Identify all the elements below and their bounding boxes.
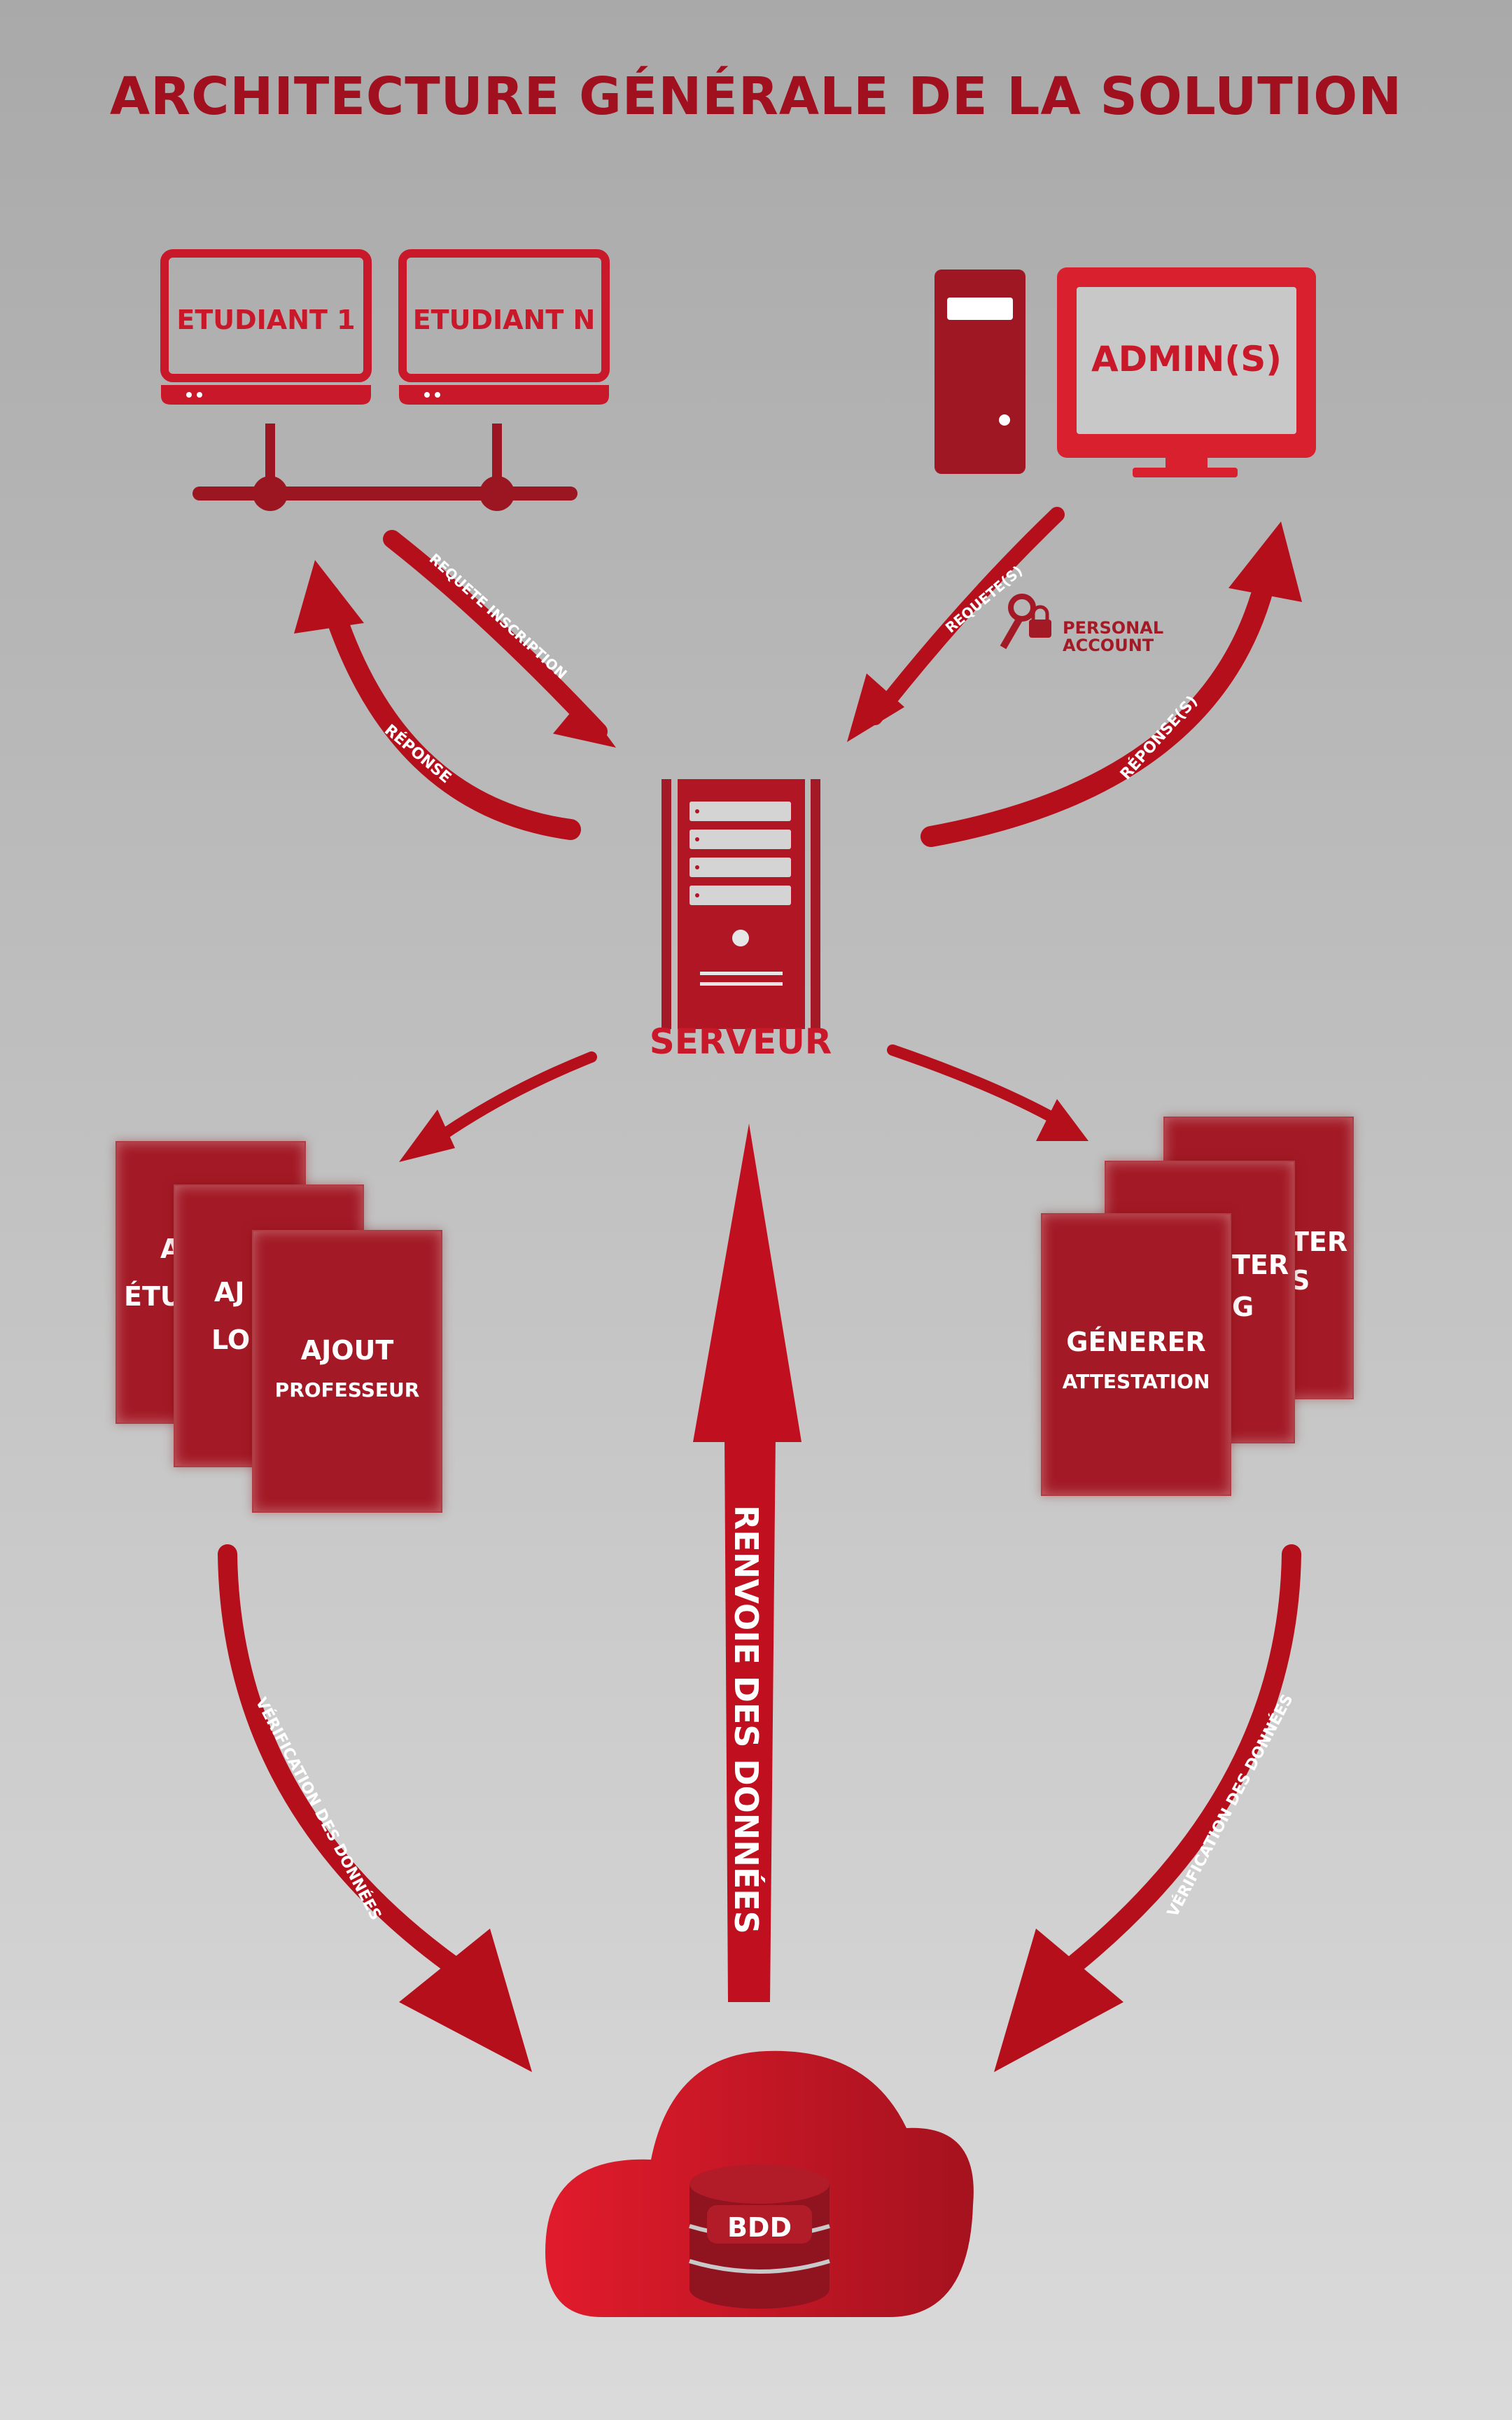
laptop-icon-student1 xyxy=(160,249,372,405)
right-card-front: GÉNERER ATTESTATION xyxy=(1041,1213,1231,1496)
attestation-label: ATTESTATION xyxy=(1062,1370,1210,1393)
renvoie-label: RENVOIE DES DONNÉES xyxy=(727,1505,765,1934)
personal-label: PERSONAL xyxy=(1063,618,1163,638)
professeur-label: PROFESSEUR xyxy=(274,1378,420,1401)
arrow-server-to-left-stack xyxy=(428,1051,597,1147)
desktop-tower-icon xyxy=(934,270,1026,474)
arrow-head-reponses xyxy=(1228,522,1302,602)
arrow-requete-inscription xyxy=(383,530,608,741)
arrow-verification-left xyxy=(218,1544,465,1977)
network-bus-icon xyxy=(192,424,578,511)
verification-right-label: VÉRIFICATION DES DONNÉES xyxy=(1163,1691,1296,1920)
admin-label: ADMIN(S) xyxy=(1091,339,1282,379)
server-icon xyxy=(662,779,820,1029)
arrow-head-right-stack xyxy=(1036,1099,1088,1141)
server-label: SERVEUR xyxy=(650,1021,832,1062)
requete-inscription-label: REQUETE INSCRIPTION xyxy=(426,550,570,683)
ajout-label: AJOUT xyxy=(300,1335,394,1366)
left-card-back-fragment-2: ÉTU xyxy=(124,1281,182,1312)
left-card-front: AJOUT PROFESSEUR xyxy=(252,1230,442,1513)
right-card-middle-fragment-2: G xyxy=(1232,1292,1254,1322)
arrow-head-verification-left xyxy=(399,1929,532,2072)
studentN-label: ETUDIANT N xyxy=(413,305,596,335)
verification-left-label: VÉRIFICATION DES DONNÉES xyxy=(252,1695,385,1924)
reponse-label: RÉPONSE xyxy=(381,721,455,788)
right-card-back-fragment-1: TER xyxy=(1291,1226,1348,1257)
arrow-reponses xyxy=(920,564,1278,847)
arrow-verification-right xyxy=(1061,1544,1301,1977)
arrow-renvoie-des-donnees xyxy=(693,1124,802,2002)
arrow-reponse xyxy=(318,585,581,840)
database-icon xyxy=(689,2164,830,2309)
arrow-head-requete-inscription xyxy=(553,700,616,748)
left-card-middle-fragment-1: AJ xyxy=(214,1277,245,1308)
arrow-head-left-stack xyxy=(399,1110,455,1162)
monitor-icon xyxy=(1057,267,1316,477)
left-card-middle-fragment-2: LO xyxy=(211,1324,251,1355)
right-card-middle-fragment-1: TER xyxy=(1232,1250,1289,1280)
diagram-title: ARCHITECTURE GÉNÉRALE DE LA SOLUTION xyxy=(109,67,1403,127)
arrow-head-verification-right xyxy=(994,1929,1124,2072)
arrow-head-reponse xyxy=(294,560,364,634)
arrow-head-requetes xyxy=(847,673,904,742)
reponses-label: RÉPONSE(S) xyxy=(1116,692,1201,783)
key-lock-icon xyxy=(1000,594,1051,650)
student1-label: ETUDIANT 1 xyxy=(176,305,355,335)
generer-label: GÉNERER xyxy=(1066,1327,1206,1357)
account-label: ACCOUNT xyxy=(1063,636,1154,655)
bdd-label: BDD xyxy=(727,2212,792,2243)
laptop-icon-studentN xyxy=(398,249,610,405)
arrow-requetes xyxy=(867,507,1065,725)
arrow-server-to-right-stack xyxy=(887,1044,1063,1126)
